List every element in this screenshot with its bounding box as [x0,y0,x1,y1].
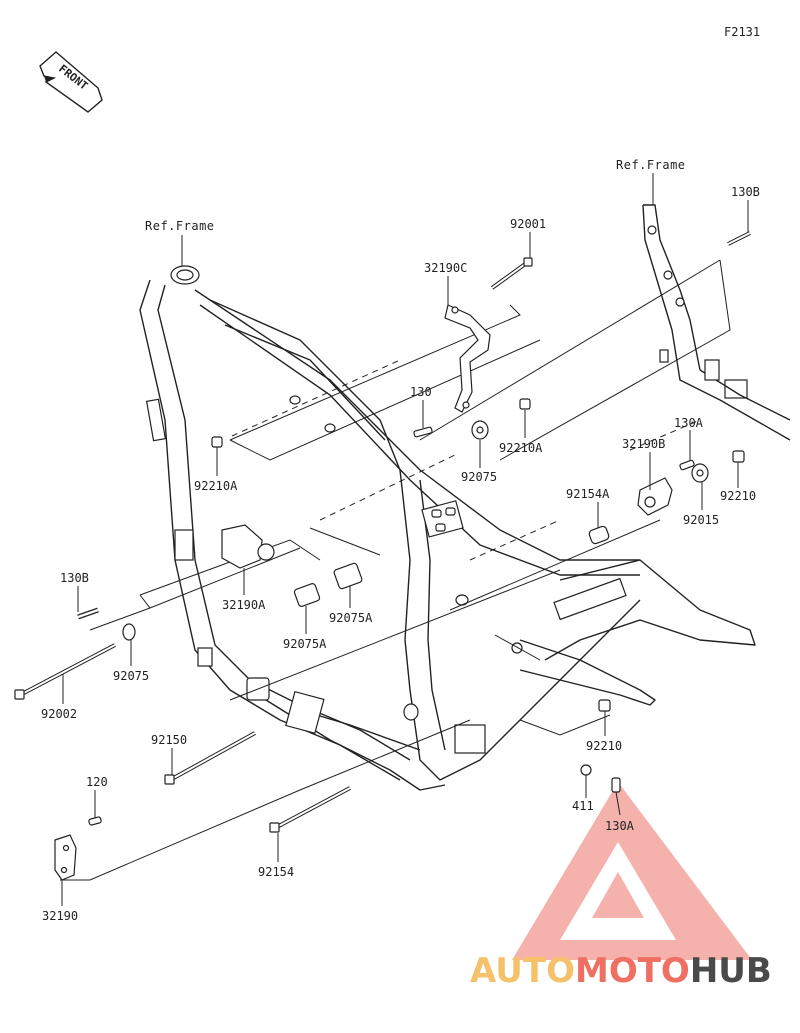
label-130: 130 [410,385,432,399]
nut-92210-low [598,699,611,712]
ref-frame-label-left: Ref.Frame [145,219,215,233]
label-120: 120 [86,775,108,789]
bolt-130B-left [77,607,99,620]
nut-92210A-left [211,436,223,448]
rear-frame-section [642,204,791,441]
watermark-logo: AUTOMOTOHUB [470,782,772,991]
bolt-92154 [269,786,351,833]
bolt-130A-top [679,459,695,471]
label-92154: 92154 [258,865,294,879]
bolt-92002 [14,643,116,700]
label-411: 411 [572,799,594,813]
leader-lines [60,259,731,881]
label-130A-low: 130A [605,819,635,833]
label-32190B: 32190B [622,437,665,451]
washer-92075-left [122,623,136,641]
bolt-130A-low [611,777,621,793]
label-32190: 32190 [42,909,78,923]
bracket-32190A [221,524,275,569]
part-labels: 92001 32190C 130 92210A 92075 92210A 130… [41,185,760,923]
bracket-32190 [54,834,77,881]
label-92150: 92150 [151,733,187,747]
label-92210A-top: 92210A [499,441,543,455]
label-92002: 92002 [41,707,77,721]
bolt-130B-top [727,231,751,246]
svg-text:AUTOMOTOHUB: AUTOMOTOHUB [470,951,772,991]
label-92210A-left: 92210A [194,479,238,493]
front-arrow-icon: FRONT [39,51,103,113]
bolt-120 [88,816,102,826]
bushing-92075A-right [333,562,363,590]
nut-92210A-top [519,398,531,410]
washer-411 [580,764,592,776]
label-92015: 92015 [683,513,719,527]
label-32190A: 32190A [222,598,266,612]
bushing-92075A-left [293,583,321,607]
bracket-32190B [637,477,673,516]
label-92210-right: 92210 [720,489,756,503]
label-32190C: 32190C [424,261,467,275]
bracket-32190C [444,304,491,413]
bushing-92154A [588,525,610,545]
bolt-92150 [164,731,256,785]
label-92075-left: 92075 [113,669,149,683]
label-92154A: 92154A [566,487,610,501]
nut-92210-right [732,450,745,463]
label-92075A-right: 92075A [329,611,373,625]
bolt-92001 [490,257,533,290]
label-leaders [61,200,749,906]
watermark-auto: AUTO [470,951,575,991]
watermark-hub: HUB [690,951,772,991]
washer-92075-mid [471,420,489,440]
label-92210-low: 92210 [586,739,622,753]
label-92001: 92001 [510,217,546,231]
label-92075-mid: 92075 [461,470,497,484]
bolt-130 [413,426,433,438]
label-130B-top: 130B [731,185,760,199]
label-92075A-left: 92075A [283,637,327,651]
main-frame [139,265,756,791]
label-130B-left: 130B [60,571,89,585]
ref-frame-label-right: Ref.Frame [616,158,686,172]
watermark-moto: MOTO [575,951,690,991]
washer-92015 [691,463,709,483]
figure-code: F2131 [724,25,760,39]
label-130A-top: 130A [674,416,704,430]
